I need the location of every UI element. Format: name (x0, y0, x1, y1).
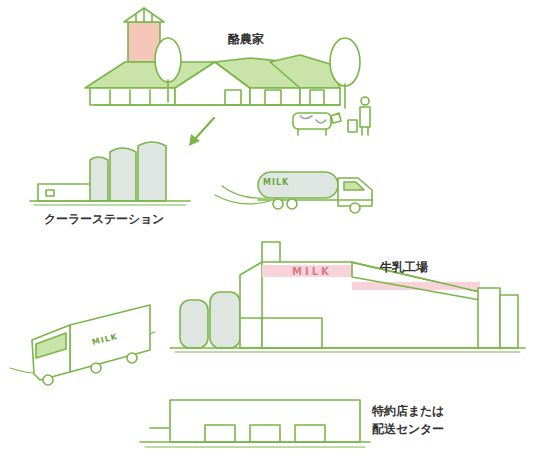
milk-factory (170, 242, 525, 352)
place-label: 牛乳工場 (380, 258, 428, 276)
place-label: クーラーステーション (44, 210, 164, 228)
place-label: 酪農家 (228, 30, 264, 48)
place-label: 特約店または 配送センター (372, 402, 462, 438)
delivery-truck (10, 305, 155, 385)
factory-lettering: MILK (292, 264, 332, 279)
dairy-farm (85, 8, 370, 135)
flow-arrow (189, 118, 214, 146)
cooler-station (30, 142, 190, 205)
distribution-center (140, 400, 370, 447)
truck-lettering: MILK (263, 177, 289, 189)
tanker-truck (215, 172, 372, 213)
